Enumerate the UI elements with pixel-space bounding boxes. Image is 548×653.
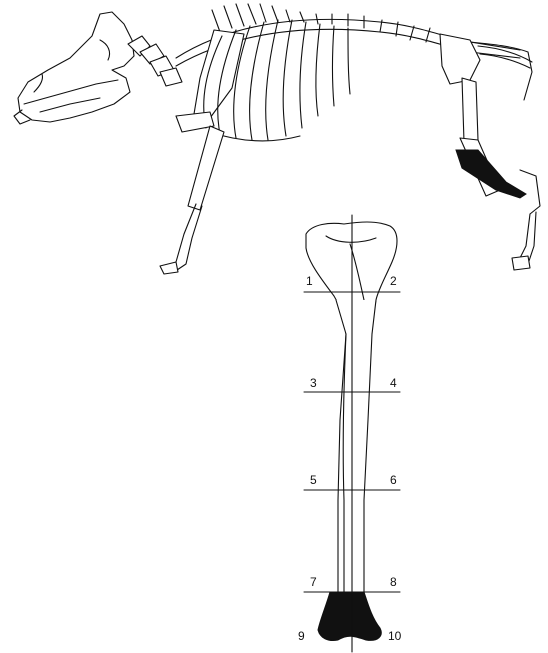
section-label-8: 8 [390,575,397,589]
tail [478,46,532,68]
cervical-vertebrae [128,36,182,86]
section-label-4: 4 [390,376,397,390]
section-label-1: 1 [306,274,313,288]
skull [14,12,134,124]
tibia-distal-highlight [318,592,381,641]
section-label-5: 5 [310,473,317,487]
hind-limb [456,78,540,270]
tibia-shaft [336,300,376,596]
tibia-detail: 1 2 3 4 5 6 7 8 9 10 [298,215,402,652]
section-label-9: 9 [298,629,305,643]
front-limb [160,112,224,274]
pig-skeleton [14,4,540,274]
section-label-3: 3 [310,376,317,390]
section-label-2: 2 [390,274,397,288]
section-label-7: 7 [310,575,317,589]
pelvis [440,34,480,84]
section-label-6: 6 [390,473,397,487]
section-label-10: 10 [388,629,402,643]
